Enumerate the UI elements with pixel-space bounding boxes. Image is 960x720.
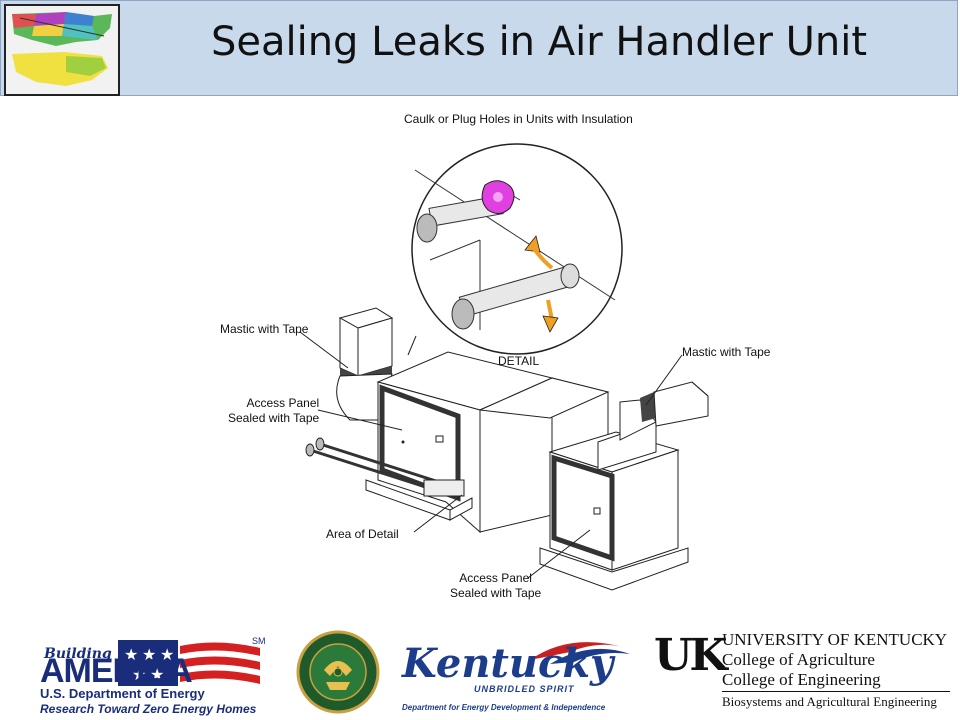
flag-graphic: ★★★ ★★ [118, 640, 260, 686]
kentucky-tagline: UNBRIDLED SPIRIT [474, 684, 575, 694]
svg-text:★: ★ [124, 647, 138, 664]
left-supply-duct [336, 307, 394, 421]
horse-swoosh-graphic [530, 642, 630, 664]
condensate-pipes [305, 437, 465, 500]
svg-text:★: ★ [150, 667, 164, 684]
label-mastic-right: Mastic with Tape [682, 345, 771, 359]
slide-title: Sealing Leaks in Air Handler Unit [210, 19, 868, 65]
uk-college-agriculture: College of Agriculture [722, 650, 875, 669]
label-access-panel-2: Access Panel Sealed with Tape [450, 571, 542, 600]
uk-department: Biosystems and Agricultural Engineering [722, 694, 937, 709]
uk-divider [722, 691, 950, 692]
right-return-duct [597, 381, 709, 471]
climate-map-thumbnail [4, 4, 120, 96]
title-banner: Sealing Leaks in Air Handler Unit [0, 0, 958, 96]
kentucky-wordmark: Kentucky [402, 640, 614, 687]
uk-college-engineering: College of Engineering [722, 670, 881, 689]
doe-seal [296, 630, 380, 714]
label-area-of-detail: Area of Detail [326, 527, 399, 541]
building-america-wordmark: AMERICA [40, 652, 193, 690]
label-detail-caption: Caulk or Plug Holes in Units with Insula… [404, 112, 633, 126]
detail-magnifier [411, 143, 623, 355]
leader-lines [299, 331, 683, 579]
air-handler-diagram [299, 143, 709, 591]
uk-mark: UK [654, 630, 728, 681]
building-america-sm: SM [252, 636, 266, 646]
svg-text:★: ★ [160, 647, 174, 664]
building-america-line2: Research Toward Zero Energy Homes [40, 702, 257, 716]
label-access-panel-1: Access Panel Sealed with Tape [228, 396, 320, 425]
building-america-line1: U.S. Department of Energy [40, 686, 205, 701]
label-detail: DETAIL [498, 354, 540, 368]
kentucky-department: Department for Energy Development & Inde… [402, 703, 606, 712]
svg-text:★: ★ [142, 647, 156, 664]
label-mastic-left: Mastic with Tape [220, 322, 309, 336]
svg-text:★: ★ [132, 667, 146, 684]
building-america-script: Building [44, 646, 112, 662]
uk-university: UNIVERSITY OF KENTUCKY [722, 630, 948, 649]
